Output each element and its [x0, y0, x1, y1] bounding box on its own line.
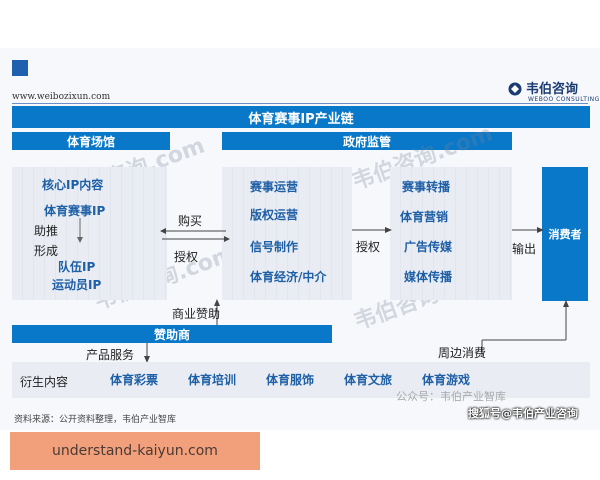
- sponsorship-arrow: [214, 299, 220, 325]
- header-rule: [12, 103, 588, 104]
- media-item: 体育营销: [400, 210, 449, 224]
- buy-license-arrows: [160, 228, 230, 242]
- core-ip-label: 核心IP内容: [42, 178, 104, 192]
- media-item: 赛事转播: [402, 180, 451, 194]
- sohu-watermark: 搜狐号@韦伯产业咨询: [468, 407, 578, 420]
- ops-item: 版权运营: [250, 208, 299, 222]
- media-box: [390, 167, 512, 300]
- sponsor-bar: 赞助商: [12, 325, 332, 343]
- ops-item: 信号制作: [250, 240, 299, 254]
- derivative-item: 体育游戏: [422, 373, 471, 387]
- team-ip-label: 队伍IP: [58, 260, 96, 274]
- ops-item: 赛事运营: [250, 180, 299, 194]
- license-label-right: 授权: [356, 240, 381, 254]
- brand-square: [12, 60, 28, 76]
- derivative-label: 衍生内容: [20, 375, 69, 389]
- form-label: 形成: [34, 244, 59, 258]
- down-arrow-icon: [77, 218, 83, 243]
- operations-box: [222, 167, 352, 300]
- derivative-item: 体育服饰: [266, 373, 315, 387]
- event-ip-label: 体育赛事IP: [44, 204, 106, 218]
- consumer-box: 消费者: [542, 167, 588, 301]
- push-label: 助推: [34, 224, 59, 238]
- media-item: 广告传媒: [404, 240, 453, 254]
- logo-icon: [508, 82, 522, 96]
- site-banner[interactable]: understand-kaiyun.com: [10, 432, 260, 470]
- sponsorship-label: 商业赞助: [172, 307, 221, 321]
- logo-name: 韦伯咨询: [526, 82, 579, 97]
- venue-header: 体育场馆: [12, 132, 170, 150]
- media-item: 媒体传播: [404, 270, 453, 284]
- ip-content-box: [12, 167, 167, 300]
- gov-header: 政府监管: [222, 132, 512, 150]
- athlete-ip-label: 运动员IP: [52, 278, 102, 292]
- output-label: 输出: [512, 242, 537, 256]
- derivative-item: 体育文旅: [344, 373, 393, 387]
- site-url: www.weibozixun.com: [12, 92, 111, 102]
- buy-label: 购买: [178, 214, 203, 228]
- wechat-watermark: 公众号：韦伯产业智库: [396, 390, 506, 403]
- output-arrow: [512, 227, 544, 233]
- source-note: 资料来源：公开资料整理，韦伯产业智库: [14, 415, 177, 425]
- derivative-row: [12, 362, 590, 398]
- diagram-title: 体育赛事IP产业链: [12, 106, 590, 128]
- peripheral-label: 周边消费: [438, 346, 487, 360]
- derivative-item: 体育彩票: [110, 373, 159, 387]
- ops-item: 体育经济/中介: [250, 270, 327, 284]
- product-service-arrow: [144, 343, 150, 363]
- license-label-left: 授权: [174, 250, 199, 264]
- derivative-item: 体育培训: [188, 373, 237, 387]
- logo-subtitle: WEBOO CONSULTING: [528, 96, 600, 103]
- product-service-label: 产品服务: [86, 348, 135, 362]
- peripheral-connector: [481, 300, 569, 356]
- license-arrow: [352, 227, 392, 233]
